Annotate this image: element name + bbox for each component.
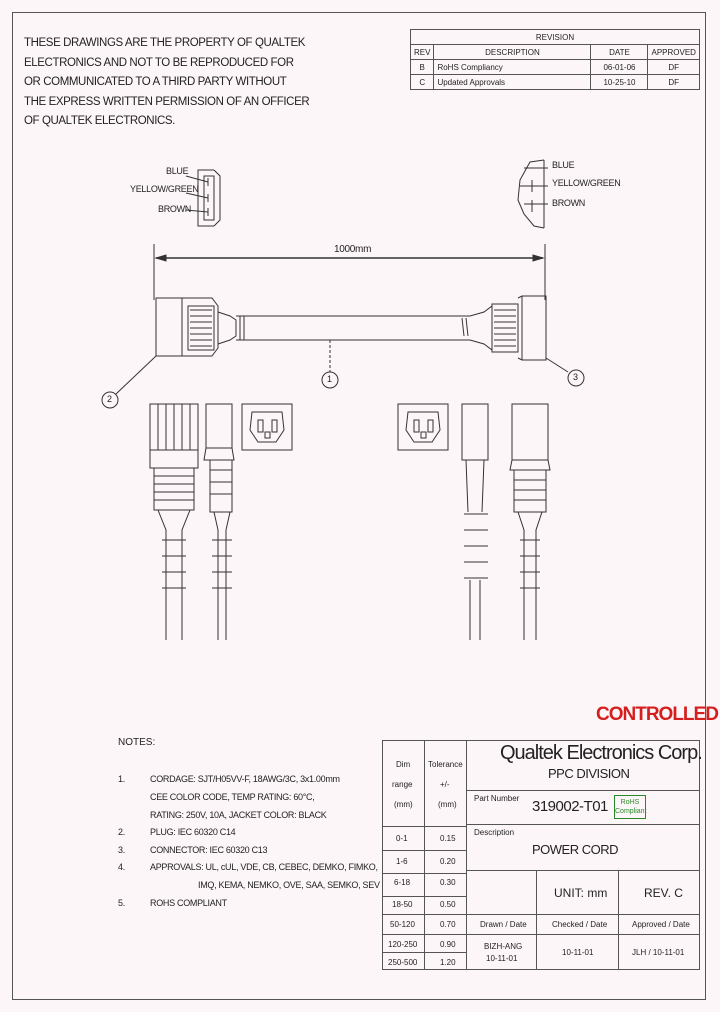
tolerance-header: (mm) — [438, 800, 457, 809]
checked-value: 10-11-01 — [562, 948, 594, 957]
division-name: PPC DIVISION — [548, 766, 630, 781]
notice-line: OF QUALTEK ELECTRONICS. — [24, 115, 175, 127]
note-line: CORDAGE: SJT/H05VV-F, 18AWG/3C, 3x1.00mm — [150, 774, 340, 784]
description-label: Description — [474, 828, 515, 837]
balloon-number: 3 — [573, 372, 578, 382]
company-name: Qualtek Electronics Corp. — [500, 742, 703, 764]
note-line: IMQ, KEMA, NEMKO, OVE, SAA, SEMKO, SEV — [198, 880, 380, 890]
connector-pin-diagram — [517, 159, 548, 229]
wire-label-brown: BROWN — [158, 204, 191, 214]
unit-value: UNIT: mm — [554, 886, 608, 900]
notes-title: NOTES: — [118, 737, 156, 748]
tolerance-header: +/- — [440, 780, 450, 789]
controlled-stamp: CONTROLLED — [596, 704, 719, 725]
notice-line: ELECTRONICS AND NOT TO BE REPRODUCED FOR — [24, 56, 294, 69]
notice-line: OR COMMUNICATED TO A THIRD PARTY WITHOUT — [24, 76, 287, 88]
note-number: 2. — [118, 827, 125, 837]
dim-header: Dim — [396, 760, 411, 769]
tolerance-range: 6-18 — [394, 878, 411, 887]
tolerance-value: 0.90 — [440, 940, 456, 949]
cord-side-view — [155, 295, 547, 361]
divider — [466, 934, 700, 935]
part-number: 319002-T01 — [532, 798, 608, 815]
dimension-line — [153, 244, 546, 300]
drawn-by: BIZH-ANG — [484, 942, 523, 951]
tolerance-range: 250-500 — [388, 958, 418, 967]
divider — [382, 914, 466, 915]
divider — [382, 826, 466, 827]
note-number: 5. — [118, 898, 125, 908]
wire-label-yellow-green: YELLOW/GREEN — [552, 178, 621, 188]
note-line: CEE COLOR CODE, TEMP RATING: 60°C, — [150, 792, 315, 802]
part-number-label: Part Number — [474, 794, 520, 803]
drawn-label: Drawn / Date — [480, 920, 527, 929]
divider — [424, 740, 425, 970]
note-line: ROHS COMPLIANT — [150, 898, 227, 908]
balloon-number: 2 — [107, 394, 112, 404]
wire-label-blue: BLUE — [552, 160, 575, 170]
divider — [382, 896, 466, 897]
divider — [382, 850, 466, 851]
divider — [618, 870, 619, 970]
revision-cell: C — [409, 74, 435, 90]
note-line: APPROVALS: UL, cUL, VDE, CB, CEBEC, DEMK… — [150, 862, 378, 872]
tolerance-value: 1.20 — [440, 958, 456, 967]
tolerance-value: 0.20 — [440, 857, 456, 866]
note-number: 3. — [118, 845, 125, 855]
drawing-frame — [12, 12, 706, 1000]
divider — [466, 740, 467, 970]
dim-header: range — [392, 780, 413, 789]
checked-label: Checked / Date — [552, 920, 608, 929]
wire-label-blue: BLUE — [166, 166, 189, 176]
divider — [382, 873, 466, 874]
tolerance-range: 18-50 — [392, 900, 413, 909]
revision-cell: DF — [647, 74, 700, 90]
wire-label-yellow-green: YELLOW/GREEN — [130, 184, 199, 194]
rohs-badge-line: Compliant — [615, 808, 647, 815]
connector-detail-views — [397, 403, 551, 640]
tolerance-range: 120-250 — [388, 940, 418, 949]
tolerance-range: 1-6 — [396, 857, 408, 866]
drawn-date: 10-11-01 — [486, 954, 518, 963]
tolerance-value: 0.70 — [440, 920, 456, 929]
notice-line: THE EXPRESS WRITTEN PERMISSION OF AN OFF… — [24, 95, 310, 108]
plug-pin-diagram — [185, 169, 221, 227]
rev-value: REV. C — [644, 886, 683, 900]
dimension-label: 1000mm — [334, 244, 372, 255]
divider — [536, 870, 537, 970]
tolerance-header: Tolerance — [428, 760, 463, 769]
divider — [466, 790, 700, 791]
note-line: CONNECTOR: IEC 60320 C13 — [150, 845, 268, 855]
plug-detail-views — [149, 403, 293, 640]
rohs-badge-line: RoHS — [620, 799, 640, 806]
balloon-number: 1 — [327, 374, 332, 384]
tolerance-value: 0.15 — [440, 834, 456, 843]
divider — [466, 824, 700, 825]
tolerance-value: 0.50 — [440, 900, 456, 909]
note-number: 1. — [118, 774, 125, 784]
divider — [466, 914, 700, 915]
divider — [466, 870, 700, 871]
revision-table: REVISION REV DESCRIPTION DATE APPROVED B… — [409, 29, 700, 90]
property-notice: THESE DRAWINGS ARE THE PROPERTY OF QUALT… — [24, 34, 310, 132]
divider — [382, 934, 466, 935]
tolerance-value: 0.30 — [440, 878, 456, 887]
note-number: 4. — [118, 862, 125, 872]
title-block — [382, 740, 700, 970]
wire-label-brown: BROWN — [552, 198, 585, 208]
divider — [382, 952, 466, 953]
notice-line: THESE DRAWINGS ARE THE PROPERTY OF QUALT… — [24, 37, 305, 49]
description-value: POWER CORD — [532, 842, 619, 857]
dim-header: (mm) — [394, 800, 413, 809]
approved-label: Approved / Date — [632, 920, 690, 929]
balloon-callouts — [101, 340, 585, 409]
note-line: PLUG: IEC 60320 C14 — [150, 827, 236, 837]
rohs-badge: RoHS Compliant — [614, 795, 647, 819]
revision-cell: 10-25-10 — [590, 74, 649, 90]
approved-value: JLH / 10-11-01 — [632, 948, 685, 957]
note-line: RATING: 250V, 10A, JACKET COLOR: BLACK — [150, 810, 327, 820]
tolerance-range: 0-1 — [396, 834, 408, 843]
tolerance-range: 50-120 — [390, 920, 415, 929]
